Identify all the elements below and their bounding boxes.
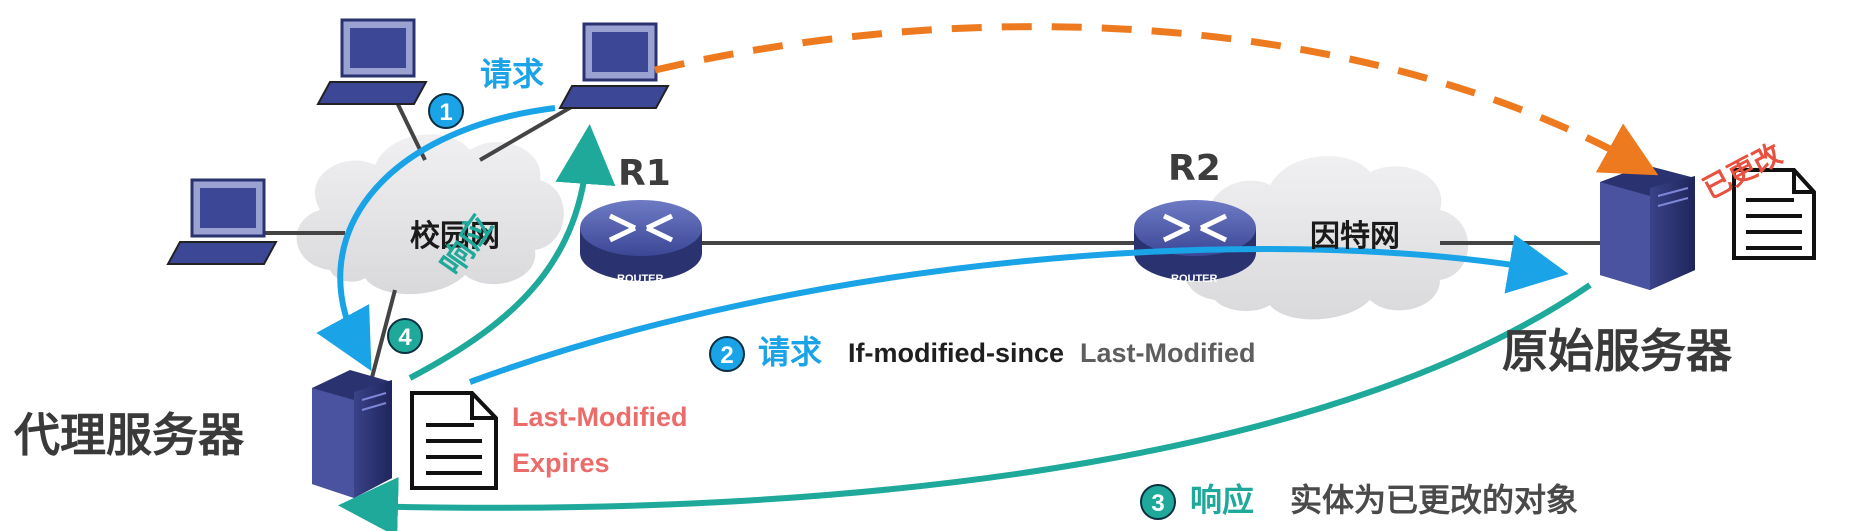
campus-cloud (296, 134, 564, 295)
router-r2-icon (1134, 200, 1256, 281)
arrow-step2-request (468, 234, 1569, 385)
origin-document-icon (1732, 168, 1816, 260)
router-r1-icon (580, 200, 702, 281)
pc-left (166, 178, 278, 265)
step2-badge: 2 (709, 336, 745, 372)
step2-header-last-modified: Last-Modified (1080, 338, 1256, 368)
origin-server-label: 原始服务器 (1502, 324, 1732, 378)
step2-header-if-modified: If-modified-since (848, 338, 1065, 368)
pc-top-left (316, 18, 428, 105)
router-r2-label: R2 (1168, 148, 1221, 189)
pc-top-right (558, 22, 670, 109)
step3-badge: 3 (1140, 484, 1176, 520)
proxy-meta-expires: Expires (512, 448, 610, 478)
internet-label: 因特网 (1310, 219, 1400, 254)
step2-label: 请求 (758, 333, 823, 371)
arrow-step4-response (408, 124, 616, 381)
campus-net-label: 校园网 (410, 219, 500, 254)
origin-server-icon (1600, 165, 1695, 290)
step4-badge: 4 (387, 318, 423, 354)
proxy-server-label: 代理服务器 (14, 408, 244, 462)
proxy-meta-last-modified: Last-Modified (512, 402, 688, 432)
arrow-step1-request (316, 105, 556, 372)
proxy-server-icon (312, 370, 392, 498)
proxy-document-icon (410, 391, 498, 490)
step1-label: 请求 (480, 55, 545, 93)
step1-badge: 1 (428, 93, 464, 129)
router-r1-text: ROUTER (617, 273, 664, 285)
router-r2-text: ROUTER (1171, 273, 1218, 285)
internet-cloud (1182, 156, 1469, 320)
router-r1-label: R1 (618, 153, 671, 194)
step3-label: 响应 (1190, 481, 1255, 519)
arrow-dashed-orange (654, 23, 1659, 176)
step3-description: 实体为已更改的对象 (1290, 481, 1579, 519)
arrow-step3-response (338, 282, 1592, 531)
